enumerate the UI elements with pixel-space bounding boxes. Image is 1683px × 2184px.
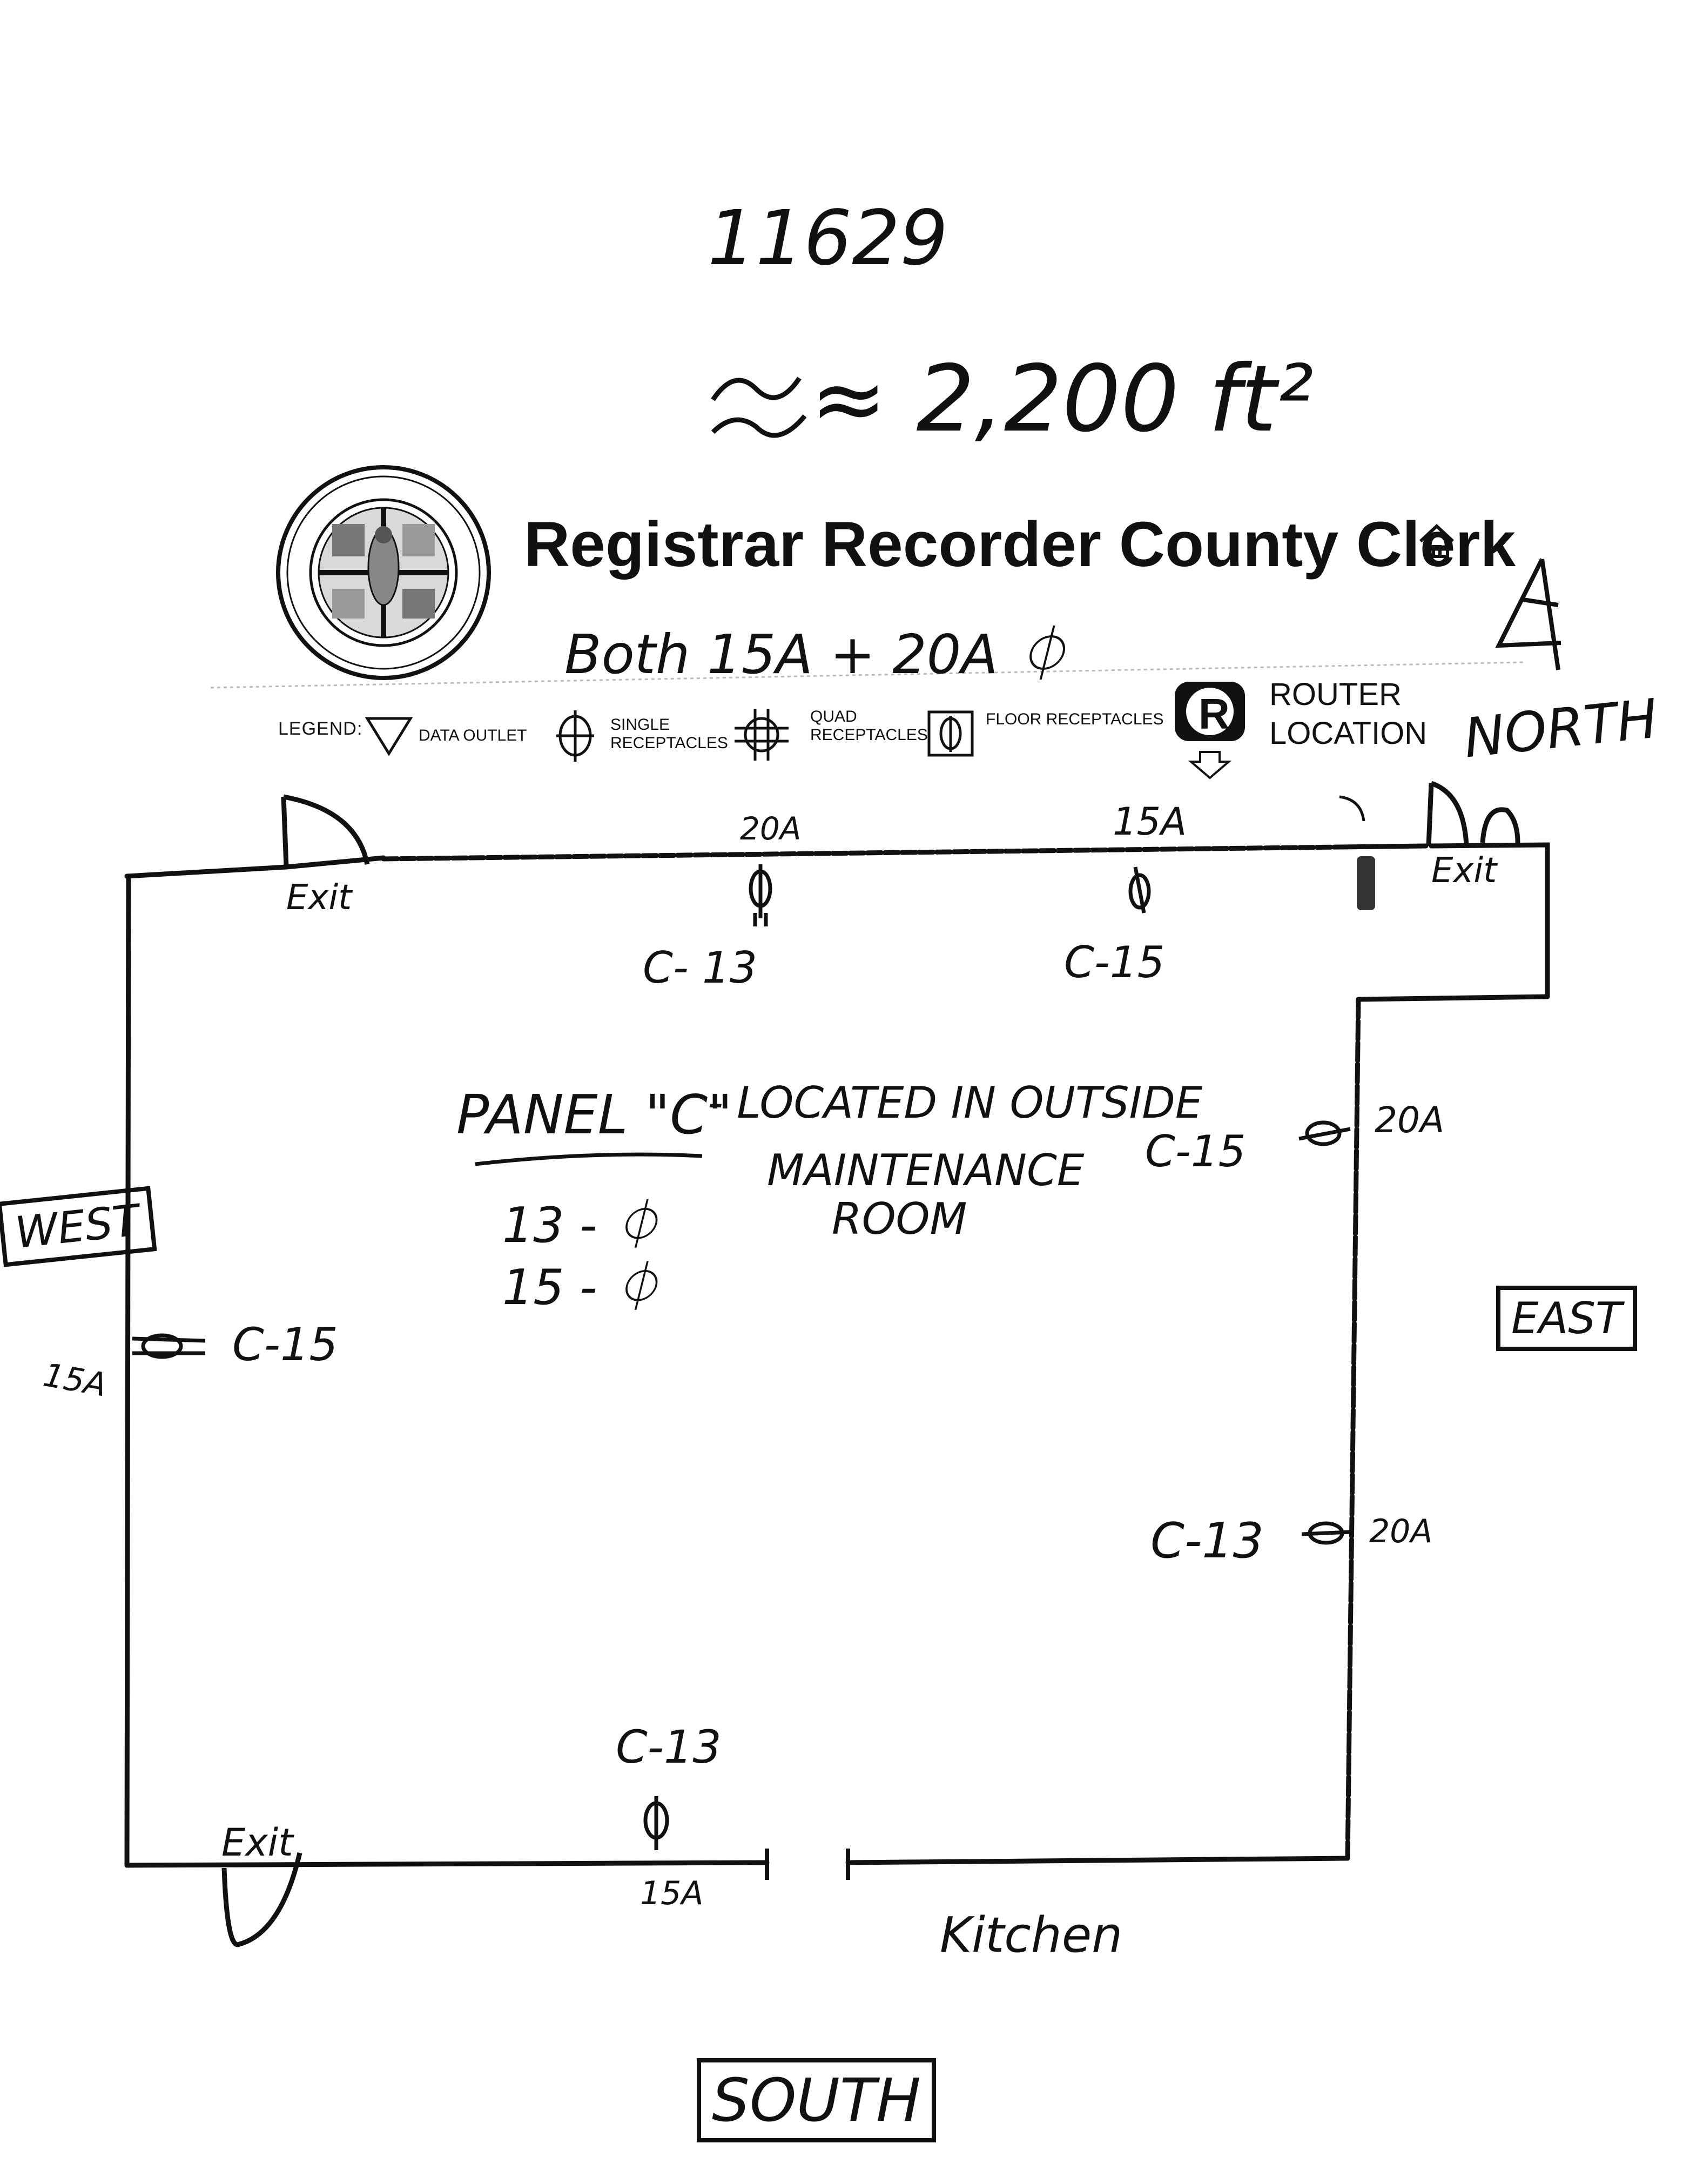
north-1-circuit: C- 13 <box>643 943 757 993</box>
approx-squiggle-1 <box>711 377 802 401</box>
legend-lead: LEGEND: <box>278 718 363 739</box>
panel-note-line2: MAINTENANCE <box>767 1145 1085 1195</box>
west-wall <box>124 873 131 1868</box>
ne-exit-door-icon <box>1339 781 1520 846</box>
south-circuit: C-13 <box>616 1721 722 1773</box>
legend-router-line2: LOCATION <box>1269 716 1428 751</box>
east-2-circuit: C-13 <box>1150 1513 1264 1569</box>
legend-floor-receptacle-icon <box>927 710 974 757</box>
legend-router-letter: R <box>1199 690 1230 738</box>
receptacle-east-2-icon <box>1301 1521 1351 1545</box>
south-wall-west-segment <box>124 1860 770 1868</box>
nw-exit-door-icon <box>281 794 370 868</box>
north-2-amp: 15A <box>1113 799 1187 844</box>
legend-router-line1: ROUTER <box>1269 677 1402 712</box>
receptacle-south-icon <box>643 1796 669 1850</box>
doc-number: 11629 <box>708 194 948 283</box>
panel-note-line3: ROOM <box>832 1194 967 1244</box>
header-rule <box>210 661 1524 689</box>
legend-quad-receptacle-icon <box>735 709 789 761</box>
exit-sw-label: Exit <box>221 1820 293 1865</box>
north-arrow-icon <box>1495 558 1561 670</box>
panel-underline <box>475 1152 703 1166</box>
legend-quad-receptacles: QUAD RECEPTACLES <box>810 708 928 744</box>
home-icon[interactable] <box>1415 520 1458 563</box>
panel-circuit-13: 13 - ⏀ <box>502 1197 662 1254</box>
east-wall <box>1345 997 1361 1861</box>
north-2-circuit: C-15 <box>1064 937 1165 987</box>
receptacle-north-1-icon <box>749 864 772 926</box>
kitchen-label: Kitchen <box>940 1907 1123 1964</box>
east-1-circuit: C-15 <box>1145 1126 1246 1177</box>
receptacle-north-2-icon <box>1128 866 1151 913</box>
south-label: SOUTH <box>697 2058 936 2142</box>
legend-triangle-down-icon <box>365 717 413 756</box>
exit-ne-label: Exit <box>1431 851 1497 891</box>
legend-data-outlet: DATA OUTLET <box>419 727 527 744</box>
room-walls <box>124 842 1550 1868</box>
legend-single-receptacle-icon <box>556 710 594 762</box>
north-1-amp: 20A <box>740 810 802 847</box>
legend-single-receptacles: SINGLE RECEPTACLES <box>610 716 728 752</box>
receptacle-west-icon <box>132 1333 206 1359</box>
north-wall <box>381 844 1342 862</box>
ne-alcove-wall <box>1429 842 1550 999</box>
sw-exit-door-icon <box>221 1852 302 1947</box>
county-seal-icon <box>276 465 491 680</box>
panel-circuit-15: 15 - ⏀ <box>502 1259 662 1316</box>
both-breaker-note: Both 15A + 20A ⏀ <box>564 623 1069 686</box>
west-circuit: C-15 <box>232 1318 338 1371</box>
exit-nw-label: Exit <box>286 878 352 918</box>
approx-squiggle-2 <box>711 414 807 438</box>
area-note: ≈ 2,200 ft² <box>810 346 1314 453</box>
page-title: Registrar Recorder County Clerk <box>524 509 1516 580</box>
north-wall-west-segment <box>124 864 289 879</box>
east-label: EAST <box>1496 1286 1637 1351</box>
panel-title: PANEL "C" <box>456 1083 733 1146</box>
south-amp: 15A <box>640 1874 704 1912</box>
east-2-amp: 20A <box>1369 1513 1433 1550</box>
panel-note-line1: - LOCATED IN OUTSIDE <box>708 1078 1203 1128</box>
legend-floor-receptacles: FLOOR RECEPTACLES <box>986 710 1164 728</box>
legend-router-icon <box>1175 682 1245 779</box>
router-marker-icon <box>1357 856 1375 910</box>
east-1-amp: 20A <box>1375 1099 1445 1141</box>
kitchen-opening <box>765 1849 850 1880</box>
receptacle-east-1-icon <box>1298 1120 1351 1146</box>
south-wall-east-segment <box>845 1856 1350 1865</box>
